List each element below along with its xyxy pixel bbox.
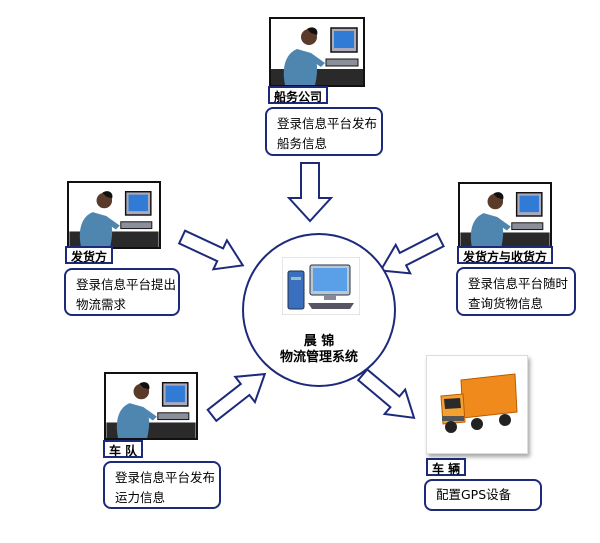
person-computer-icon-both: [458, 182, 552, 250]
node-tag-fleet: 车 队: [103, 440, 144, 458]
person-computer-icon-fleet: [104, 372, 198, 440]
arrow-center-to-vehicle: [356, 368, 416, 420]
node-box-shipping: 登录信息平台发布 船务信息: [265, 107, 383, 156]
computer-system-icon: [282, 257, 360, 315]
node-box-fleet: 登录信息平台发布 运力信息: [103, 461, 221, 509]
truck-icon: [440, 373, 518, 433]
node-tag-both: 发货方与收货方: [457, 246, 554, 264]
person-computer-icon-shipper: [67, 181, 161, 249]
node-tag-shipping: 船务公司: [268, 86, 329, 104]
person-computer-icon-shipping: [269, 17, 365, 87]
arrow-both-to-center: [379, 232, 445, 275]
node-line: 登录信息平台发布: [115, 470, 216, 485]
center-system-title: 晨 锦 物流管理系统: [242, 334, 396, 366]
node-box-both: 登录信息平台随时 查询货物信息: [456, 267, 576, 316]
center-system-circle: [242, 233, 396, 387]
person-computer-icon: [69, 191, 159, 247]
node-line: 运力信息: [115, 490, 166, 505]
node-line: 船务信息: [277, 136, 328, 151]
node-line: 查询货物信息: [468, 296, 544, 311]
node-line: 物流需求: [76, 297, 127, 312]
arrow-fleet-to-center: [206, 372, 267, 423]
node-tag-shipper: 发货方: [65, 246, 114, 264]
person-computer-icon: [106, 382, 196, 438]
arrow-shipper-to-center: [177, 229, 245, 271]
node-box-shipper: 登录信息平台提出 物流需求: [64, 268, 180, 316]
person-computer-icon: [460, 192, 550, 248]
node-line: 登录信息平台随时: [468, 276, 569, 291]
node-line: 登录信息平台提出: [76, 277, 177, 292]
node-line: 登录信息平台发布: [277, 116, 378, 131]
center-title-line: 晨 锦: [303, 334, 335, 349]
node-line: 配置GPS设备: [436, 487, 512, 502]
arrow-shipping-to-center: [286, 162, 334, 223]
truck-picture: [426, 355, 528, 454]
center-title-line: 物流管理系统: [279, 350, 358, 365]
person-computer-icon: [271, 27, 363, 85]
node-box-vehicle: 配置GPS设备: [424, 479, 542, 511]
node-tag-vehicle: 车 辆: [426, 458, 467, 476]
